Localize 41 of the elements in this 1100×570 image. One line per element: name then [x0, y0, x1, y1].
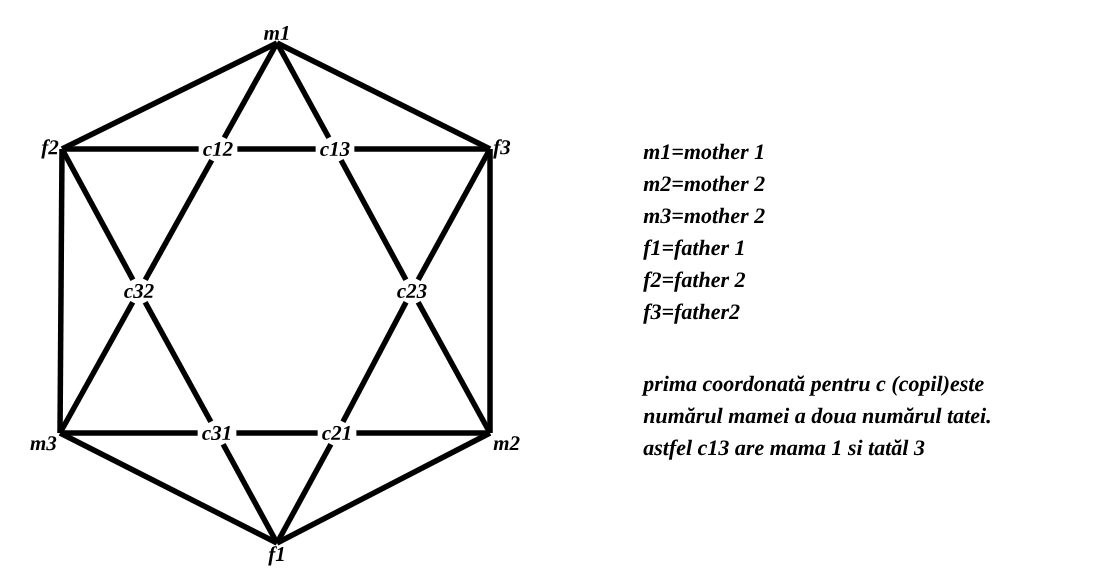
crossing-label: c31 [202, 425, 231, 441]
note-text: m1=mother 1 [643, 143, 763, 160]
vertex-label: m2 [493, 436, 520, 451]
note-text: prima coordonată pentru c (copil)este [641, 375, 984, 396]
line [340, 300, 409, 423]
line [415, 147, 493, 282]
vertex-label: m3 [30, 436, 57, 451]
crossing-label: c12 [203, 141, 233, 157]
vertex-label: f1 [268, 546, 284, 566]
note-text: numărul mamei a doua numărul tatei. [643, 407, 990, 424]
line [57, 300, 136, 435]
note-text: astfel c13 are mama 1 si tatăl 3 [643, 439, 925, 460]
note-text: m2=mother 2 [643, 175, 765, 192]
line [142, 158, 215, 282]
vertex-label: m1 [264, 25, 289, 40]
vertex-label: f3 [493, 139, 511, 159]
line [274, 41, 332, 140]
line [62, 146, 199, 152]
line [274, 442, 334, 545]
vertex-label: f2 [41, 139, 59, 159]
note-text: m3=mother 2 [643, 207, 765, 224]
note-text: f1=father 1 [643, 239, 744, 260]
line [220, 442, 280, 545]
line [415, 300, 493, 435]
crossing-label: c13 [320, 141, 350, 157]
line [338, 158, 409, 282]
line [487, 149, 493, 433]
line [356, 430, 490, 436]
line [60, 430, 198, 436]
crossing-label: c21 [322, 425, 351, 441]
line [354, 146, 490, 152]
note-text: f3=father2 [643, 303, 740, 324]
line [59, 147, 136, 282]
line [221, 41, 280, 140]
line [237, 146, 316, 152]
crossing-label: c23 [397, 283, 427, 299]
line [142, 300, 214, 424]
crossing-label: c32 [124, 283, 154, 299]
line [236, 430, 318, 436]
line [57, 148, 65, 433]
note-text: f2=father 2 [643, 271, 746, 292]
